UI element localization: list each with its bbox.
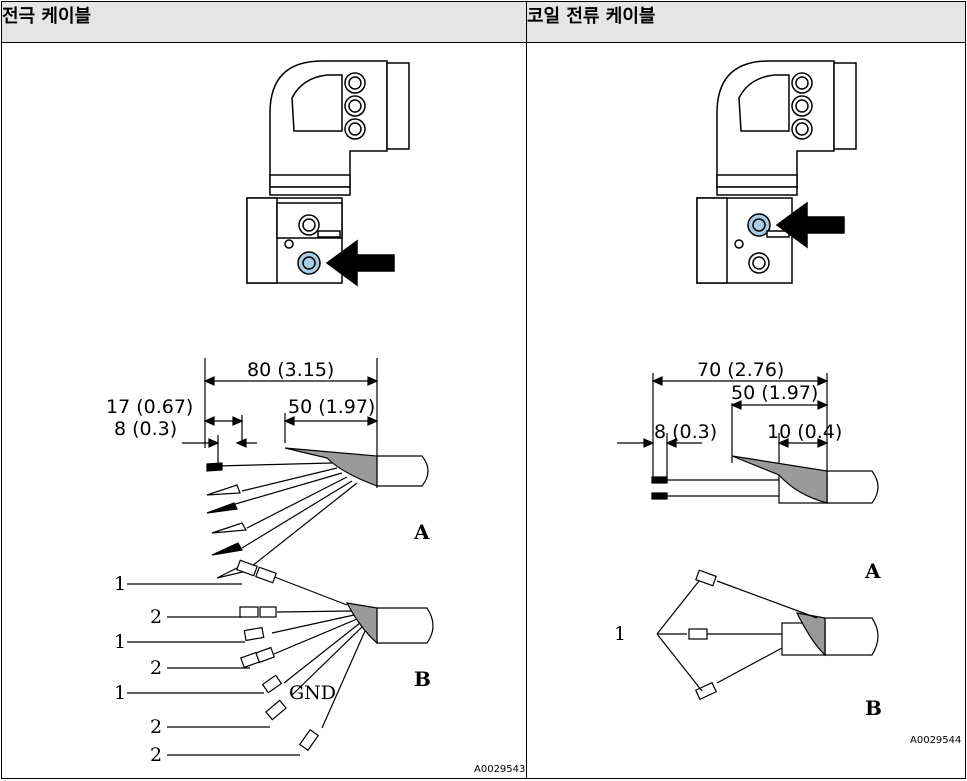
dim-8: 8 (0.3)	[654, 421, 717, 443]
wire-label: 1	[114, 573, 126, 595]
electrode-cable-figure: 80 (3.15) 17 (0.67) 50 (1.97) 8 (0.3) A	[106, 60, 525, 775]
transmitter-housing-illustration	[246, 60, 410, 287]
label-b: B	[865, 696, 882, 720]
stripped-cable-a-illustration	[206, 447, 429, 579]
header-coil-current-cable: 코일 전류 케이블	[526, 1, 966, 43]
terminated-cable-b-illustration	[127, 559, 434, 756]
wire-label: 2	[150, 716, 162, 738]
wire-label: 1	[114, 631, 126, 653]
coil-current-cable-figure: 70 (2.76) 50 (1.97) 8 (0.3) 10 (0.4) A	[614, 60, 961, 746]
dim-8: 8 (0.3)	[114, 418, 177, 440]
wire-label: 2	[150, 657, 162, 679]
dim-50: 50 (1.97)	[731, 382, 818, 404]
stripped-cable-a-illustration	[651, 455, 879, 504]
header-electrode-cable: 전극 케이블	[1, 1, 527, 43]
label-b: B	[414, 667, 431, 691]
dim-70: 70 (2.76)	[697, 359, 784, 381]
figure-code: A0029543	[474, 764, 525, 775]
wire-label: 1	[614, 623, 626, 645]
figure-code: A0029544	[910, 735, 961, 746]
dimension-lines	[182, 358, 379, 488]
label-a: A	[413, 520, 430, 544]
transmitter-housing-illustration	[696, 60, 857, 284]
electrode-cable-cell: 80 (3.15) 17 (0.67) 50 (1.97) 8 (0.3) A	[1, 42, 527, 779]
dim-10: 10 (0.4)	[767, 421, 842, 443]
gnd-label: GND	[289, 682, 336, 704]
wire-label: 2	[150, 744, 162, 766]
dim-50: 50 (1.97)	[288, 396, 375, 418]
terminated-cable-b-illustration	[656, 569, 879, 701]
dim-80: 80 (3.15)	[247, 359, 334, 381]
dim-17: 17 (0.67)	[106, 396, 193, 418]
coil-current-cable-cell: 70 (2.76) 50 (1.97) 8 (0.3) 10 (0.4) A	[526, 42, 966, 779]
wire-label: 2	[150, 606, 162, 628]
label-a: A	[864, 559, 881, 583]
wire-label: 1	[114, 682, 126, 704]
